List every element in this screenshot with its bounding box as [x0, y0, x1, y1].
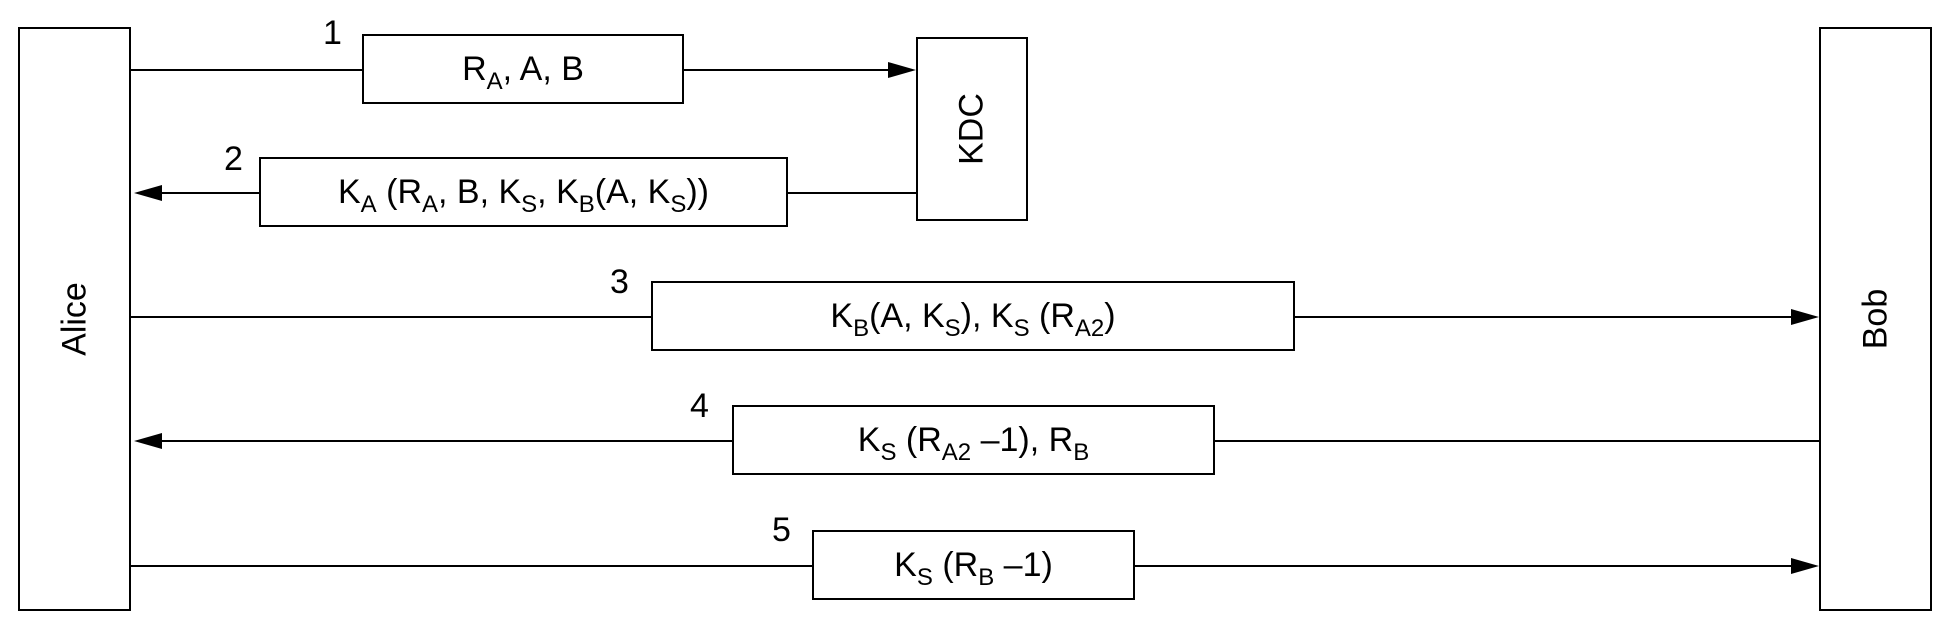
message-5-line-left	[131, 565, 813, 567]
actor-bob-label: Bob	[1856, 288, 1894, 350]
message-4-line-left	[162, 440, 733, 442]
message-4-text: KS (RA2 –1), RB	[857, 420, 1090, 466]
message-1-number: 1	[323, 14, 342, 52]
message-3-number: 3	[610, 263, 629, 301]
actor-alice-label: Alice	[55, 282, 93, 356]
message-3-arrowhead	[1791, 309, 1819, 325]
message-4-line-right	[1214, 440, 1820, 442]
message-5-box: KS (RB –1)	[812, 530, 1135, 600]
message-1-box: RA, A, B	[362, 34, 684, 104]
message-1-line-left	[131, 69, 363, 71]
message-2-line-right	[787, 192, 917, 194]
message-3-line-left	[131, 316, 652, 318]
message-2-text: KA (RA, B, KS, KB(A, KS))	[337, 172, 710, 218]
message-4-arrowhead	[134, 433, 162, 449]
message-5-line-right	[1134, 565, 1793, 567]
actor-bob: Bob	[1819, 27, 1932, 611]
message-2-arrowhead	[134, 185, 162, 201]
message-4-number: 4	[690, 387, 709, 425]
message-5-text: KS (RB –1)	[894, 545, 1053, 591]
message-3-box: KB(A, KS), KS (RA2)	[651, 281, 1295, 351]
message-2-number: 2	[224, 140, 243, 178]
message-3-text: KB(A, KS), KS (RA2)	[830, 296, 1116, 342]
actor-kdc-label: KDC	[952, 93, 991, 165]
message-1-line-right	[683, 69, 890, 71]
message-2-line-left	[162, 192, 260, 194]
message-1-arrowhead	[888, 62, 916, 78]
message-3-line-right	[1294, 316, 1793, 318]
message-2-box: KA (RA, B, KS, KB(A, KS))	[259, 157, 788, 227]
message-5-number: 5	[772, 511, 791, 549]
actor-alice: Alice	[18, 27, 131, 611]
message-4-box: KS (RA2 –1), RB	[732, 405, 1215, 475]
message-5-arrowhead	[1791, 558, 1819, 574]
actor-kdc: KDC	[916, 37, 1028, 221]
message-1-text: RA, A, B	[462, 49, 584, 95]
